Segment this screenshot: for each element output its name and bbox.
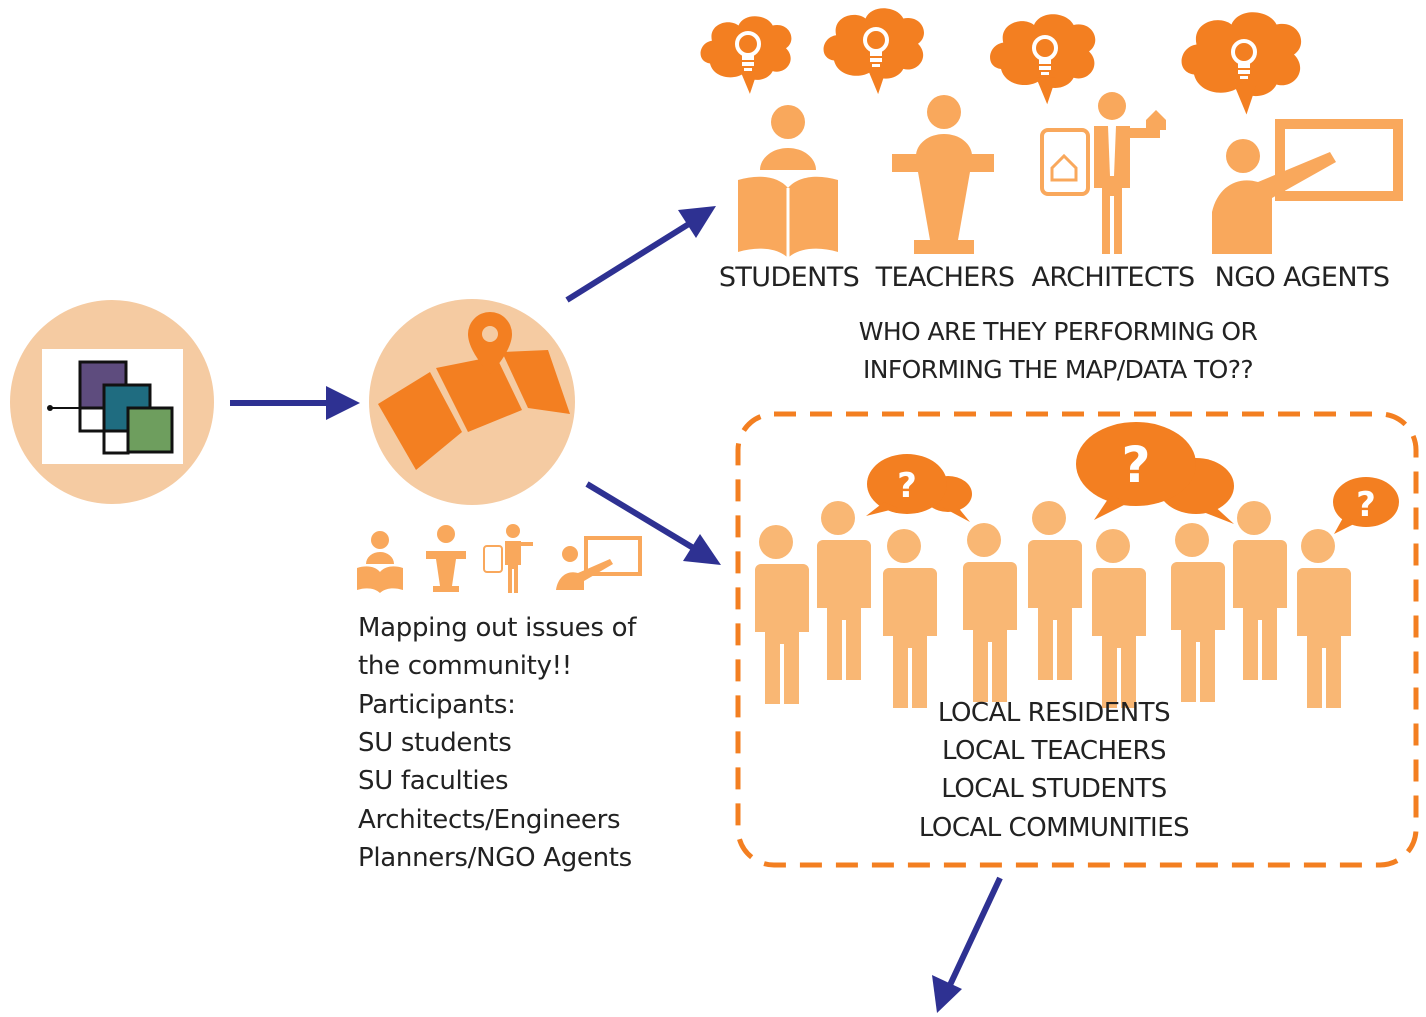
role-label: TEACHERS — [875, 262, 1015, 293]
local-crowd — [749, 501, 1351, 708]
person-icon — [1227, 501, 1287, 680]
person-icon — [877, 529, 937, 708]
description-line: the community!! — [358, 651, 572, 681]
question-glyph: ? — [1121, 436, 1150, 494]
dataset-logo-circle — [10, 300, 214, 504]
person-icon — [811, 501, 871, 680]
description-line: Architects/Engineers — [358, 805, 620, 835]
local-audience-box — [735, 411, 1419, 868]
role-label: STUDENTS — [719, 262, 859, 293]
student-reading-icon — [738, 105, 838, 258]
local-audience-label: LOCAL TEACHERS — [942, 736, 1166, 766]
person-icon — [1291, 529, 1351, 708]
question-glyph: ? — [1356, 485, 1376, 525]
overlapping-squares-logo-icon — [47, 360, 174, 455]
presenter-board-icon — [556, 536, 642, 590]
role-label: NGO AGENTS — [1215, 262, 1390, 293]
question-bubble-icon: ? — [1076, 422, 1234, 524]
audience-question-line: INFORMING THE MAP/DATA TO?? — [863, 355, 1253, 384]
person-icon — [749, 525, 809, 704]
arrow-locals-downward — [932, 876, 1003, 1013]
description-line: SU students — [358, 728, 511, 758]
question-glyph: ? — [897, 466, 917, 506]
person-icon — [1086, 529, 1146, 708]
participant-mini-icons — [357, 524, 642, 593]
local-audience-label: LOCAL RESIDENTS — [938, 698, 1170, 728]
thought-bubble-icon — [823, 8, 924, 95]
arrow-map-to-locals — [585, 481, 721, 565]
description-line: Planners/NGO Agents — [358, 843, 632, 873]
description-line: Participants: — [358, 690, 516, 720]
arrow-logo-to-map — [230, 386, 360, 420]
person-icon — [1165, 523, 1225, 702]
description-line: Mapping out issues of — [358, 613, 637, 643]
arrow-map-to-roles — [565, 206, 716, 303]
local-audience-label: LOCAL STUDENTS — [941, 774, 1166, 804]
architect-plans-icon — [483, 524, 533, 593]
student-reading-icon — [357, 531, 403, 593]
description-line: SU faculties — [358, 766, 508, 796]
person-icon — [1022, 501, 1082, 680]
audience-question-line: WHO ARE THEY PERFORMING OR — [859, 317, 1258, 346]
map-circle — [369, 299, 575, 505]
presenter-board-icon — [1212, 119, 1403, 254]
folded-map-pin-icon — [378, 312, 570, 470]
question-bubble-icon: ? — [1333, 477, 1399, 534]
teacher-podium-icon — [426, 525, 466, 592]
teacher-podium-icon — [892, 95, 994, 254]
thought-bubble-icon — [990, 14, 1096, 105]
question-bubble-icon: ? — [866, 454, 972, 522]
role-label: ARCHITECTS — [1031, 262, 1194, 293]
role-icons: STUDENTS TEACHERS ARCHITECTS NGO AGENTS — [700, 8, 1403, 293]
thought-bubble-icon — [1181, 12, 1302, 115]
thought-bubble-icon — [700, 16, 792, 94]
local-audience-label: LOCAL COMMUNITIES — [919, 813, 1189, 843]
person-icon — [957, 523, 1017, 702]
participants-description: Mapping out issues of the community!! Pa… — [358, 613, 637, 873]
architect-plans-icon — [1040, 92, 1166, 254]
